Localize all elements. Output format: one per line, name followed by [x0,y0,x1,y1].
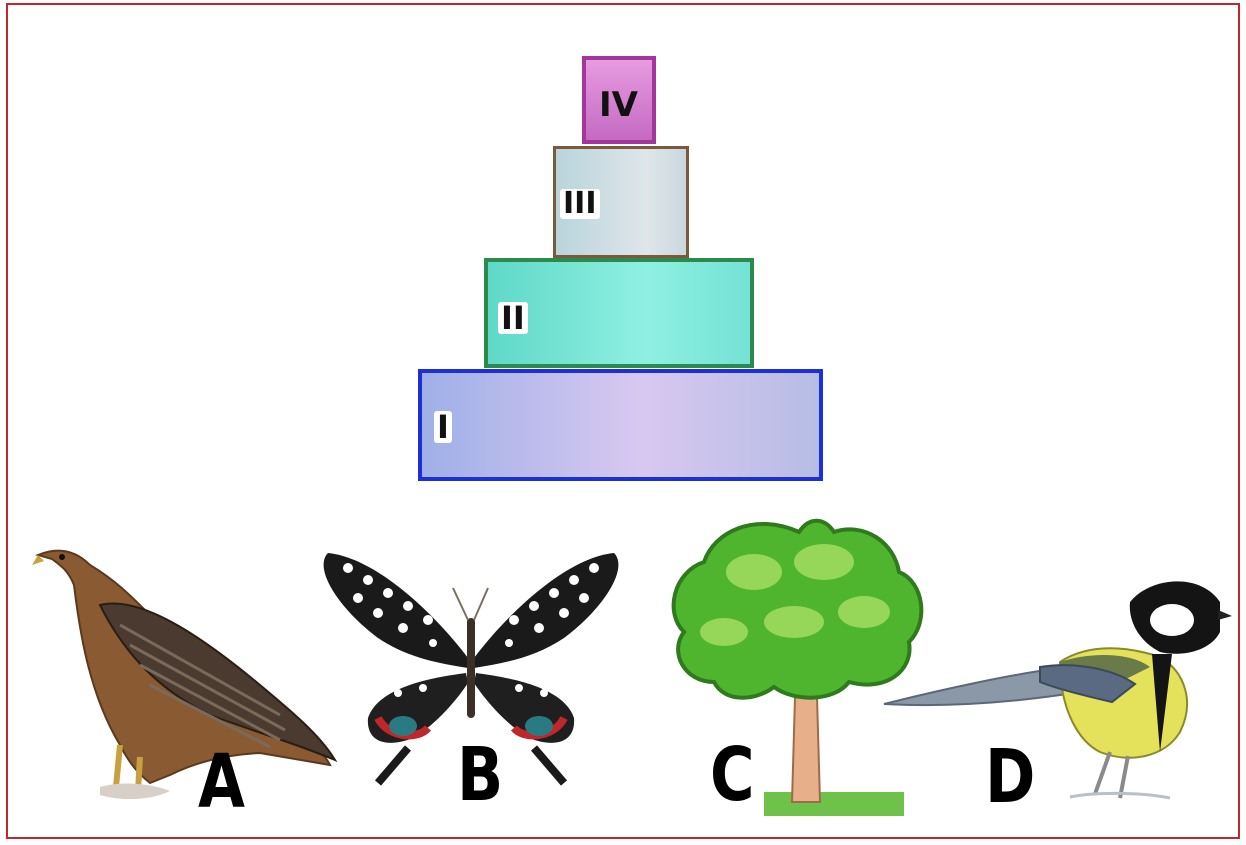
pyramid-level-2-label: II [498,302,528,334]
pyramid-level-2: II [484,258,754,368]
pyramid-level-3-label: III [560,189,600,219]
pyramid-level-3: III [553,146,689,258]
eagle-icon [32,549,338,800]
organism-letter-c: C [710,732,755,818]
organism-letter-d: D [985,734,1036,820]
butterfly-icon [323,553,619,786]
organism-letter-b: B [457,732,504,818]
tit-bird-icon [883,581,1232,800]
pyramid-level-4: IV [582,56,656,144]
pyramid-level-4-label: IV [599,85,638,125]
pyramid-level-1-label: I [434,411,452,443]
organism-letter-a: A [198,739,245,825]
tree-icon [671,518,924,816]
pyramid-level-1: I [418,369,823,481]
